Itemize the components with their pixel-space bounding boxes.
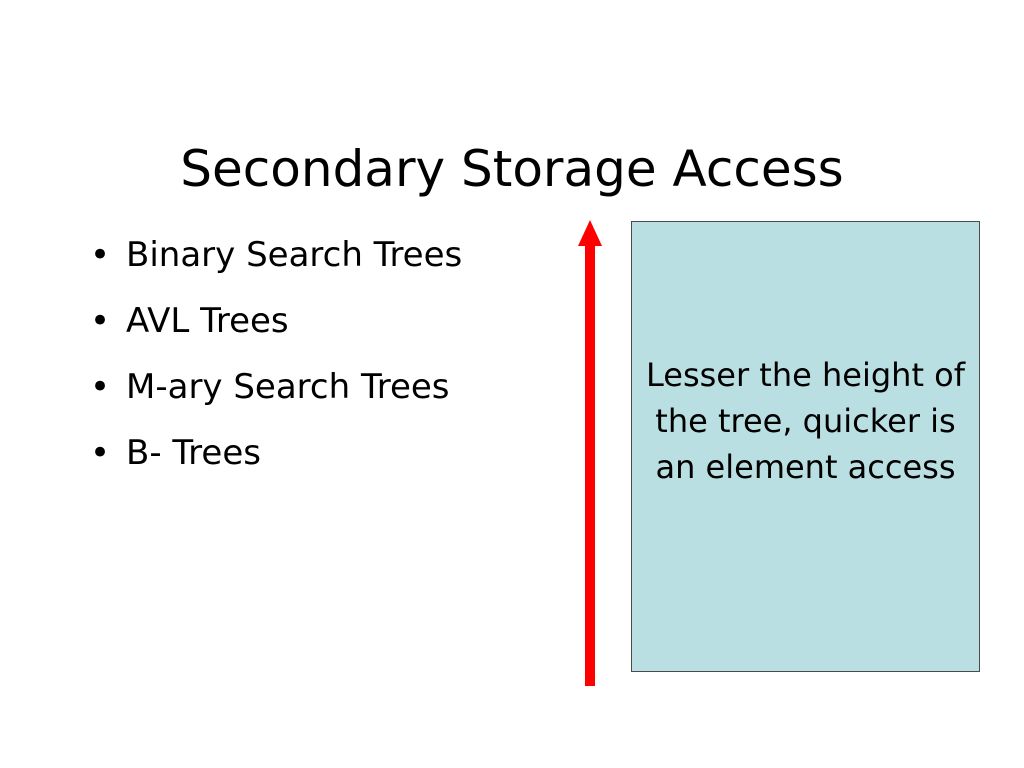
arrow-shaft: [585, 244, 595, 686]
slide-title: Secondary Storage Access: [180, 139, 844, 198]
note-text: Lesser the height of the tree, quicker i…: [645, 355, 965, 486]
up-arrow-icon: [578, 220, 602, 686]
bullet-text: AVL Trees: [126, 301, 289, 341]
bullet-item: • M-ary Search Trees: [90, 354, 570, 420]
bullet-item: • Binary Search Trees: [90, 222, 570, 288]
bullet-item: • AVL Trees: [90, 288, 570, 354]
arrow-head: [578, 220, 602, 246]
bullet-list: • Binary Search Trees • AVL Trees • M-ar…: [90, 222, 570, 486]
bullet-icon: •: [90, 235, 111, 275]
bullet-icon: •: [90, 367, 111, 407]
bullet-text: M-ary Search Trees: [126, 367, 450, 407]
bullet-icon: •: [90, 433, 111, 473]
bullet-text: B- Trees: [126, 433, 261, 473]
note-box: Lesser the height of the tree, quicker i…: [631, 221, 980, 672]
bullet-icon: •: [90, 301, 111, 341]
bullet-item: • B- Trees: [90, 420, 570, 486]
bullet-text: Binary Search Trees: [126, 235, 463, 275]
